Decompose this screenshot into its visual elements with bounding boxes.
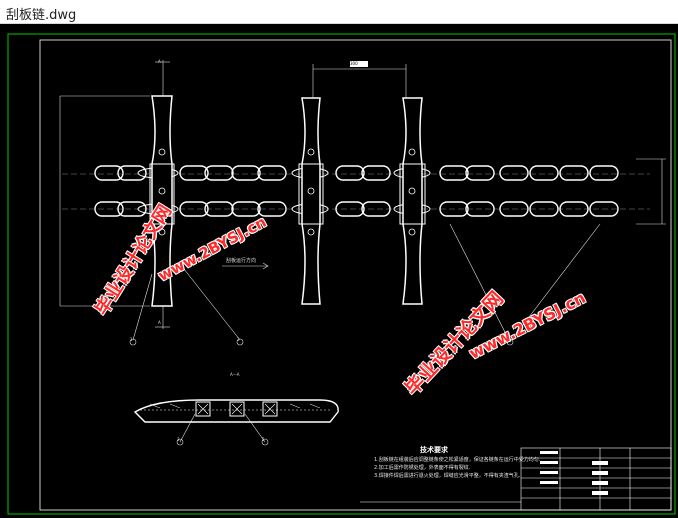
- callout-1: 1: [130, 337, 133, 342]
- tech-note-1: 1.刮板链在组装后应调整链条使之松紧适度，保证各链条在运行中受力均匀.: [374, 457, 541, 463]
- center-lines: [62, 173, 650, 210]
- drawing-border: [39, 39, 672, 511]
- dimension-value: 300: [350, 61, 358, 66]
- title-block: [360, 447, 672, 511]
- leader-lines: [132, 223, 601, 443]
- dimension-lines: [59, 60, 666, 329]
- tech-note-2: 2.加工后需作防锈处理，外表面不得有裂纹.: [374, 465, 471, 471]
- callout-circles: [129, 338, 514, 446]
- flight-1: [151, 95, 173, 307]
- tech-requirements-title: 技术要求: [420, 446, 448, 454]
- document-title: 刮板链.dwg: [6, 8, 77, 23]
- chain-row-upper: [94, 165, 619, 181]
- chain-links: [94, 165, 619, 217]
- tech-note-3: 3.焊接件焊后需进行退火处理，焊缝应光滑平整，不得有夹渣气孔.: [374, 473, 521, 479]
- callout-2: 2: [237, 337, 240, 342]
- title-bar: 刮板链.dwg: [0, 0, 678, 24]
- cad-drawing-canvas[interactable]: 刮板运行方向 A A A—A 300 1 2 3 4 5 技术要求 1.刮板链在…: [0, 24, 678, 518]
- flight-3: [402, 97, 423, 305]
- cad-drawing: [7, 33, 676, 515]
- section-view: [133, 399, 339, 423]
- bolt-holes: [158, 148, 416, 236]
- direction-arrow: [222, 262, 269, 270]
- section-view-label: A—A: [230, 372, 240, 377]
- drawing-frame: [7, 33, 676, 515]
- section-marker-bottom: A: [158, 320, 161, 325]
- direction-label: 刮板运行方向: [226, 258, 257, 264]
- callout-4: 4: [507, 337, 510, 342]
- title-block-fills: [540, 451, 608, 495]
- dimension-box: [350, 61, 368, 67]
- scraper-flights: [149, 95, 426, 307]
- chain-row-lower: [94, 201, 619, 217]
- callout-3: 3: [177, 437, 180, 442]
- flight-2: [301, 97, 321, 305]
- section-marker-top: A: [158, 59, 161, 64]
- callout-5: 5: [262, 437, 265, 442]
